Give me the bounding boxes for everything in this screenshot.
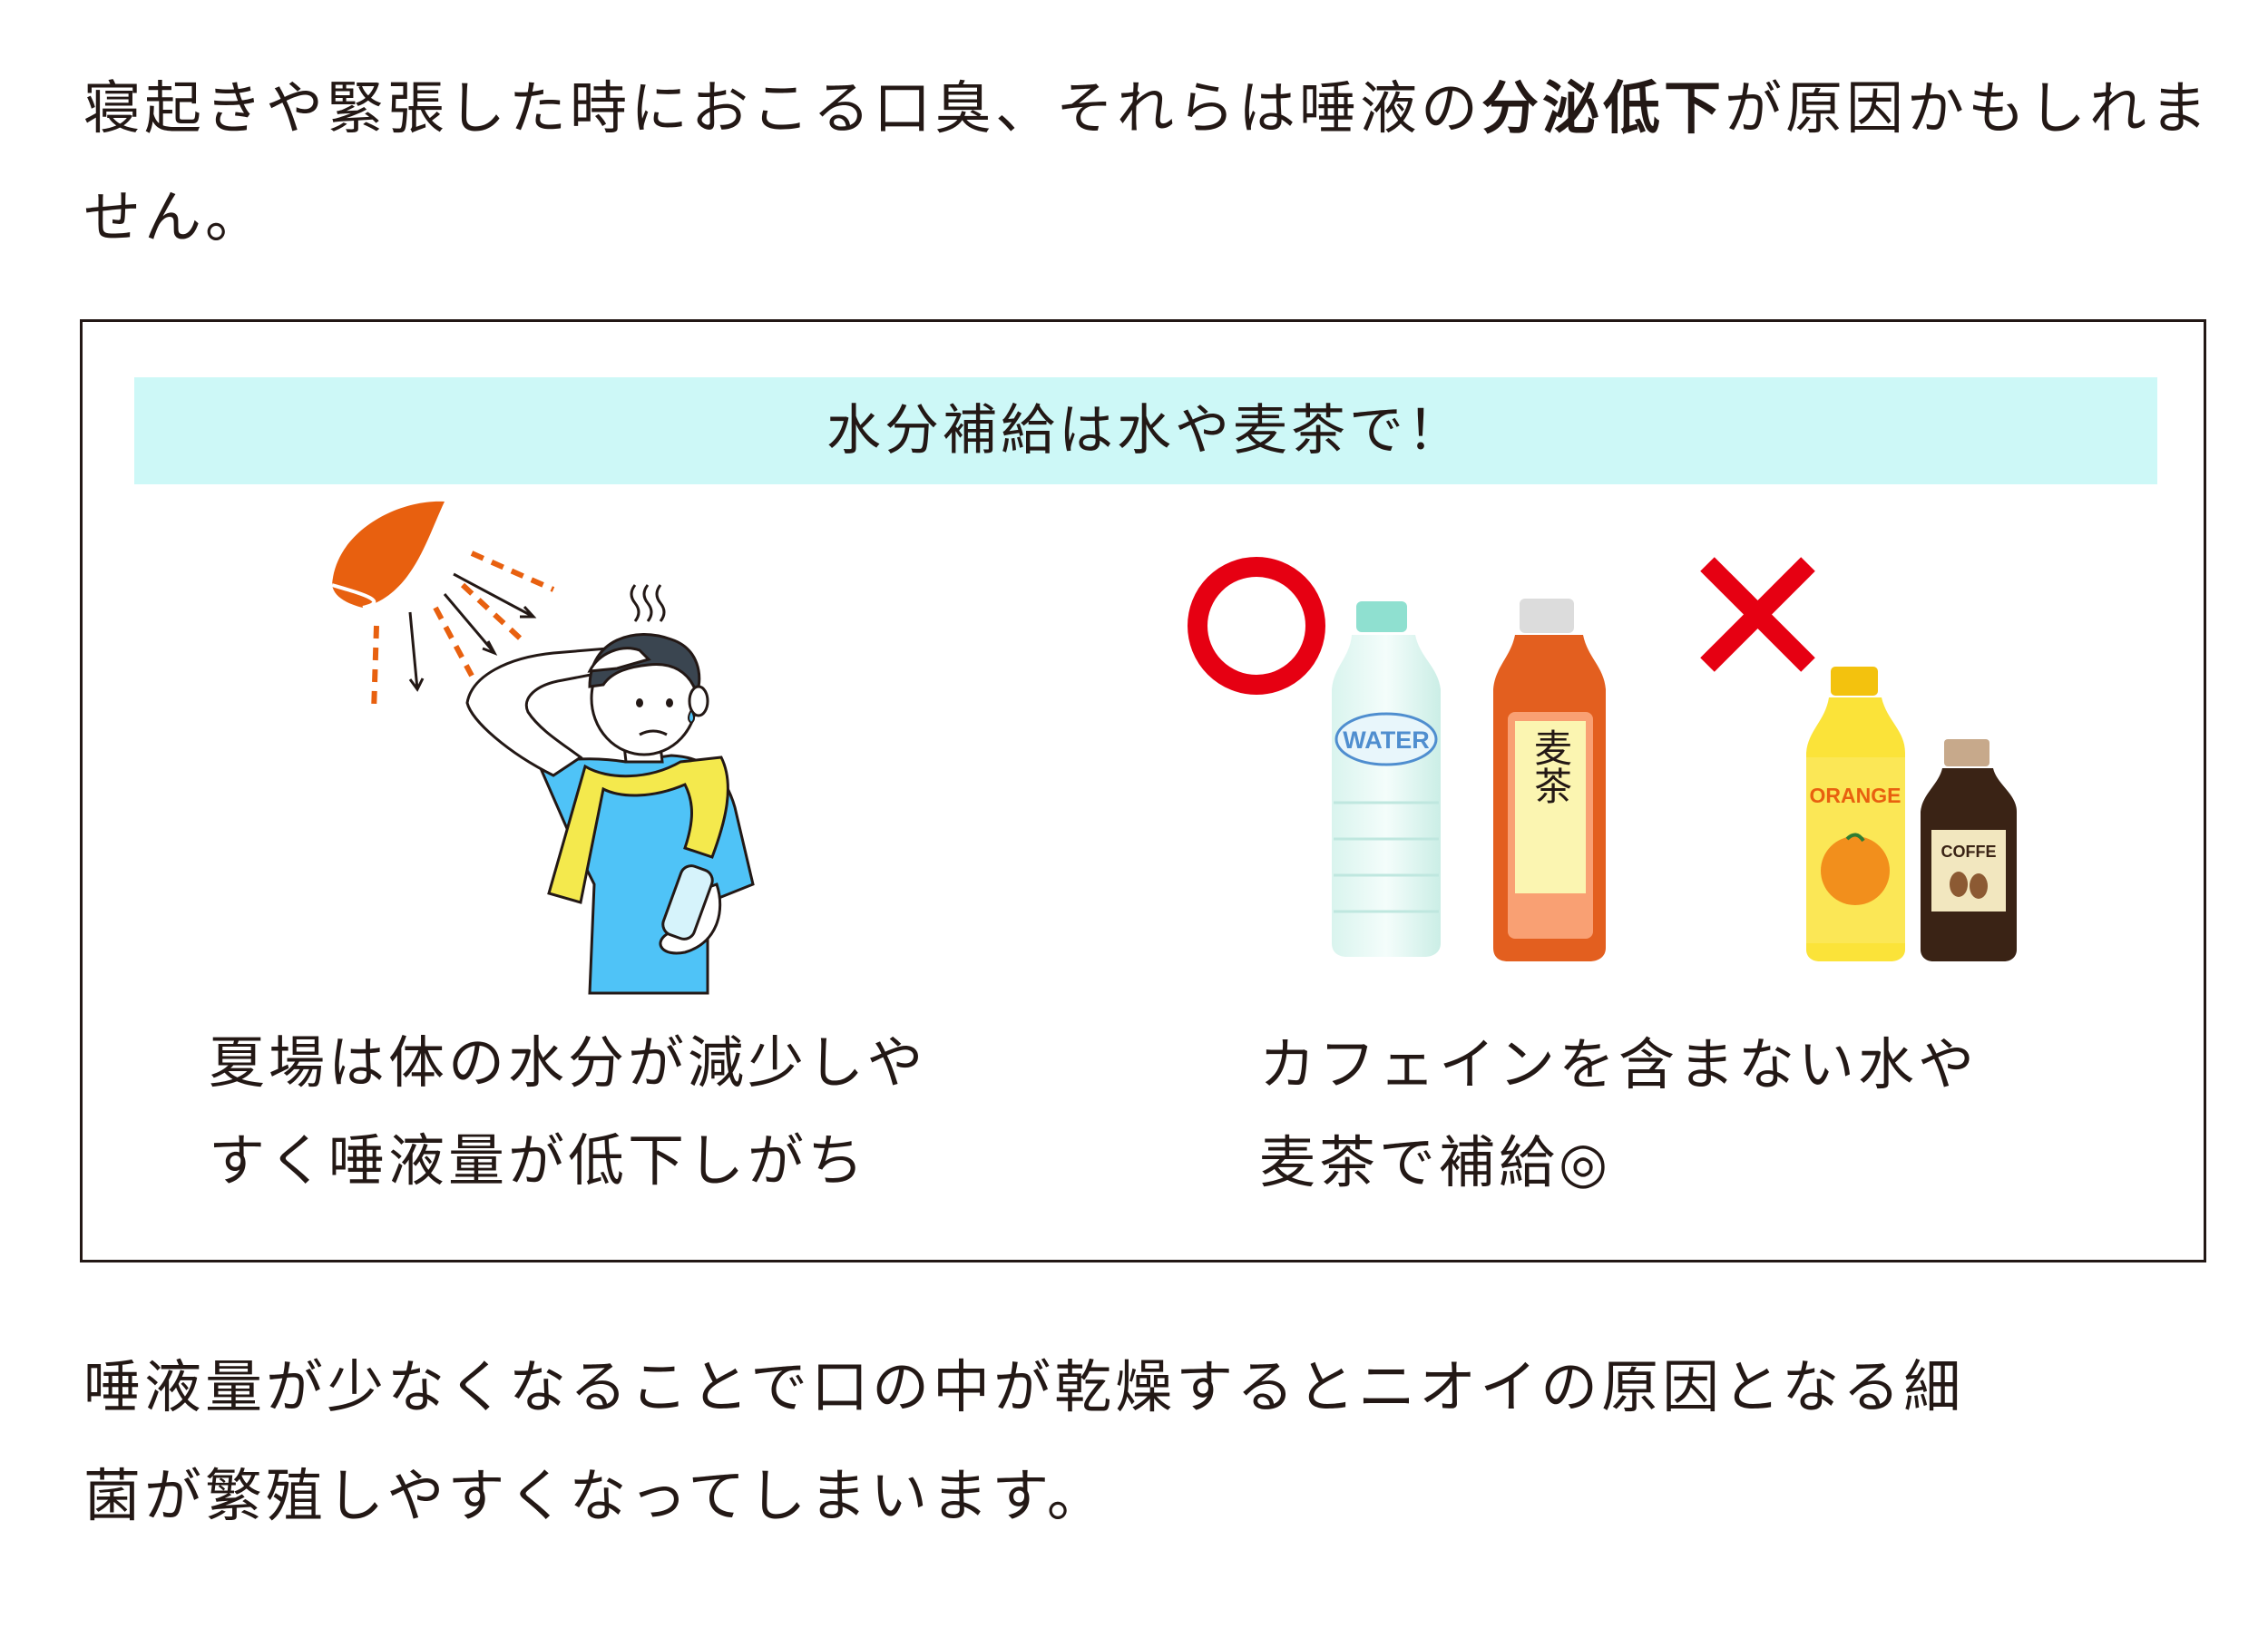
intro-paragraph: 寝起きや緊張した時におこる口臭、それらは唾液の分泌低下が原因かもしれません。 (83, 54, 2234, 272)
intro-text-end: が原因かもしれません。 (83, 75, 2211, 250)
outro-paragraph: 唾液量が少なくなることで口の中が乾燥するとニオイの原因となる細 菌が繁殖しやすく… (83, 1333, 2234, 1551)
coffee-bean-icon (1950, 872, 1968, 897)
sun-illustration (331, 501, 555, 713)
towel (547, 756, 729, 904)
orange-fruit-icon (1821, 836, 1890, 905)
orange-juice-bottle-illustration: ORANGE (1806, 667, 1905, 961)
outro-line: 菌が繁殖しやすくなってしまいます。 (83, 1463, 1108, 1529)
left-caption-line: すく唾液量が低下しがち (209, 1127, 868, 1194)
sweating-man-illustration (465, 584, 755, 995)
left-caption: 夏場は体の水分が減少しや すく唾液量が低下しがち (209, 1014, 926, 1210)
sweat-drop-icon (688, 708, 695, 725)
info-panel (80, 319, 2206, 1262)
left-caption-line: 夏場は体の水分が減少しや (209, 1029, 927, 1096)
intro-text: 寝起きや緊張した時におこる口臭、それらは唾液の (83, 75, 1481, 141)
water-bottle-illustration: WATER (1332, 601, 1441, 957)
intro-bold-text: 分泌低下 (1481, 75, 1725, 141)
outro-line: 唾液量が少なくなることで口の中が乾燥するとニオイの原因となる細 (83, 1354, 1965, 1420)
barley-tea-bottle-illustration: 麦茶 (1493, 599, 1606, 961)
correct-mark-icon (1188, 557, 1325, 695)
coffee-bottle-illustration: COFFE (1921, 739, 2017, 961)
right-caption-line: 麦茶で補給◎ (1259, 1129, 1612, 1195)
panel-heading: 水分補給は水や麦茶で！ (134, 377, 2157, 484)
sun-icon (332, 501, 445, 608)
right-caption: カフェインを含まない水や 麦茶で補給◎ (1259, 1016, 1978, 1212)
heat-icon (630, 584, 666, 622)
orange-label: ORANGE (1810, 784, 1901, 807)
barley-tea-label: 麦茶 (1529, 728, 1573, 804)
right-caption-line: カフェインを含まない水や (1259, 1031, 1979, 1097)
water-label: WATER (1343, 726, 1430, 754)
coffee-label: COFFE (1941, 843, 1997, 861)
bottle-icon (661, 864, 714, 941)
wrong-mark-icon (1700, 557, 1815, 672)
